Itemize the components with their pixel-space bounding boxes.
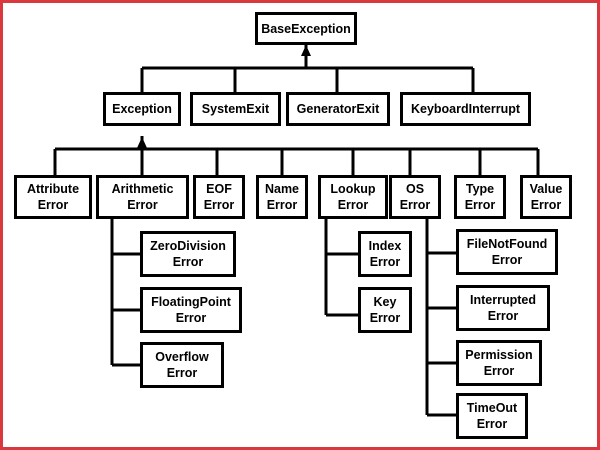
box-exception: Exception [103, 92, 181, 126]
box-eof-error-line2: Error [203, 198, 235, 212]
box-timeout-error-line2: Error [476, 417, 508, 431]
box-timeout-error: TimeOut Error [456, 393, 528, 439]
box-interrupted-error-line1: Interrupted [470, 293, 536, 307]
box-name-error: Name Error [256, 175, 308, 219]
box-overflow-error: Overflow Error [140, 342, 224, 388]
box-os-error: OS Error [389, 175, 441, 219]
box-interrupted-error: Interrupted Error [456, 285, 550, 331]
box-zero-division-error: ZeroDivision Error [140, 231, 236, 277]
box-eof-error: EOF Error [193, 175, 245, 219]
box-os-error-line1: OS [405, 182, 425, 196]
box-attribute-error-line2: Error [37, 198, 69, 212]
box-name-error-line2: Error [266, 198, 298, 212]
box-value-error: Value Error [520, 175, 572, 219]
box-system-exit-label: SystemExit [201, 102, 270, 116]
box-key-error-line2: Error [369, 311, 401, 325]
arrowhead-exception [137, 137, 147, 148]
box-arithmetic-error-line2: Error [127, 198, 158, 212]
box-value-error-line2: Error [530, 198, 562, 212]
box-zero-division-error-line1: ZeroDivision [150, 239, 226, 253]
box-file-not-found-error-line2: Error [491, 253, 523, 267]
box-timeout-error-line1: TimeOut [466, 401, 518, 415]
box-keyboard-interrupt-label: KeyboardInterrupt [410, 102, 521, 116]
box-file-not-found-error: FileNotFound Error [456, 229, 558, 275]
arrowhead-root [301, 45, 311, 56]
box-index-error-line1: Index [368, 239, 402, 253]
box-name-error-line1: Name [264, 182, 300, 196]
box-permission-error: Permission Error [456, 340, 542, 386]
box-value-error-line1: Value [529, 182, 563, 196]
box-key-error: Key Error [358, 287, 412, 333]
box-interrupted-error-line2: Error [487, 309, 519, 323]
box-floating-point-error-line2: Error [175, 311, 207, 325]
box-lookup-error-line2: Error [337, 198, 369, 212]
box-attribute-error-line1: Attribute [26, 182, 80, 196]
box-keyboard-interrupt: KeyboardInterrupt [400, 92, 531, 126]
box-overflow-error-line1: Overflow [155, 350, 209, 364]
box-permission-error-line2: Error [483, 364, 515, 378]
box-generator-exit-label: GeneratorExit [296, 102, 380, 116]
box-exception-label: Exception [112, 102, 172, 116]
box-index-error-line2: Error [369, 255, 401, 269]
box-arithmetic-error: Arithmetic Error [96, 175, 189, 219]
box-arithmetic-error-line1: Arithmetic [111, 182, 174, 196]
box-key-error-line1: Key [373, 295, 397, 309]
box-index-error: Index Error [358, 231, 412, 277]
box-type-error-line1: Type [465, 182, 495, 196]
box-os-error-line2: Error [399, 198, 431, 212]
box-type-error-line2: Error [464, 198, 496, 212]
box-overflow-error-line2: Error [166, 366, 198, 380]
box-permission-error-line1: Permission [465, 348, 533, 362]
box-system-exit: SystemExit [190, 92, 281, 126]
box-file-not-found-error-line1: FileNotFound [466, 237, 548, 251]
box-floating-point-error: FloatingPoint Error [140, 287, 242, 333]
box-attribute-error: Attribute Error [14, 175, 92, 219]
box-base-exception: BaseException [255, 12, 357, 45]
box-generator-exit: GeneratorExit [286, 92, 390, 126]
box-lookup-error: Lookup Error [318, 175, 388, 219]
box-zero-division-error-line2: Error [172, 255, 204, 269]
box-eof-error-line1: EOF [206, 182, 232, 196]
box-base-exception-label: BaseException [261, 21, 351, 36]
box-type-error: Type Error [454, 175, 506, 219]
box-lookup-error-line1: Lookup [330, 182, 376, 196]
box-floating-point-error-line1: FloatingPoint [151, 295, 231, 309]
